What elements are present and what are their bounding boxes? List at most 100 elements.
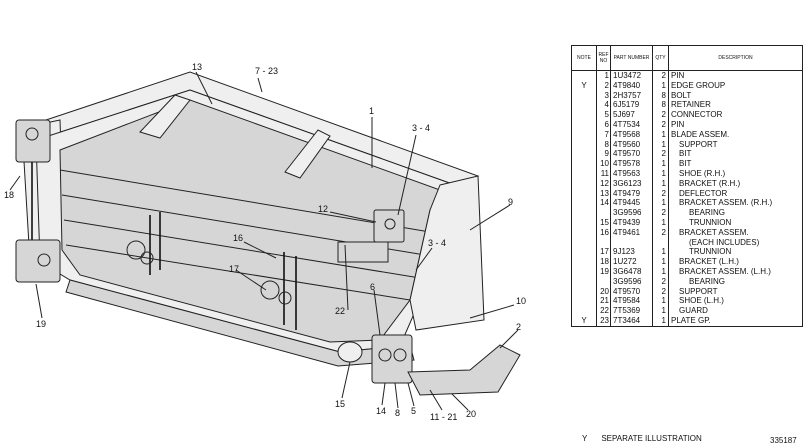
cell-description: BRACKET (R.H.) <box>668 178 803 189</box>
cell-qty: 2 <box>652 227 669 238</box>
cell-description: BRACKET ASSEM. (R.H.) <box>668 198 803 209</box>
cell-ref-no: 5 <box>596 110 611 120</box>
cell-note <box>571 159 597 169</box>
cell-qty: 1 <box>652 315 669 327</box>
cell-description: BIT <box>668 159 803 169</box>
footnote-text: SEPARATE ILLUSTRATION <box>601 434 702 443</box>
cell-note <box>571 100 597 111</box>
cell-ref-no: 22 <box>596 306 611 316</box>
cell-part-number: 1U3472 <box>610 70 653 81</box>
right-lower-bracket <box>337 334 413 384</box>
cell-part-number: 4T9570 <box>610 149 653 160</box>
callout-7-23: 7 - 23 <box>255 66 278 76</box>
cell-qty: 2 <box>652 276 669 287</box>
cell-qty: 1 <box>652 247 669 258</box>
deflector-left <box>139 94 191 139</box>
cell-ref-no: 12 <box>596 178 611 189</box>
cell-part-number: 3G6123 <box>610 178 653 189</box>
cell-part-number: 3G6478 <box>610 266 653 277</box>
shoe <box>407 344 521 396</box>
cell-qty: 2 <box>652 70 669 81</box>
cell-description: SHOE (R.H.) <box>668 168 803 179</box>
cell-ref-no: 19 <box>596 266 611 277</box>
illustration-number: 335187 <box>770 436 797 445</box>
cell-description: PIN <box>668 119 803 130</box>
cell-part-number: 4T9578 <box>610 159 653 169</box>
callout-8: 8 <box>395 408 400 418</box>
deflector-right <box>284 129 331 179</box>
cell-description: DEFLECTOR <box>668 188 803 199</box>
cell-part-number: 4T9439 <box>610 217 653 228</box>
cell-ref-no: 9 <box>596 149 611 160</box>
cell-qty: 8 <box>652 100 669 111</box>
cell-part-number: 4T9461 <box>610 227 653 238</box>
cell-qty: 1 <box>652 296 669 307</box>
cell-description: BRACKET ASSEM. (L.H.) <box>668 266 803 277</box>
cell-qty: 1 <box>652 168 669 179</box>
cell-part-number: 4T9840 <box>610 80 653 91</box>
cell-description: SUPPORT <box>668 139 803 150</box>
cell-qty: 1 <box>652 266 669 277</box>
callout-18: 18 <box>4 190 14 200</box>
cell-part-number: 4T9445 <box>610 198 653 209</box>
cell-note <box>571 149 597 160</box>
cell-qty: 1 <box>652 159 669 169</box>
cell-part-number: 4T9563 <box>610 168 653 179</box>
cell-note <box>571 237 597 248</box>
callout-2: 2 <box>516 322 521 332</box>
cell-note <box>571 139 597 150</box>
cell-qty: 1 <box>652 178 669 189</box>
callout-1: 1 <box>369 106 374 116</box>
callout-9: 9 <box>508 197 513 207</box>
cell-qty: 1 <box>652 257 669 267</box>
callout-5: 5 <box>411 406 416 416</box>
cell-note <box>571 276 597 287</box>
cell-ref-no: 3 <box>596 90 611 101</box>
cell-note <box>571 306 597 316</box>
cell-ref-no: 4 <box>596 100 611 111</box>
cell-description: SHOE (L.H.) <box>668 296 803 307</box>
callout-10: 10 <box>516 296 526 306</box>
cell-ref-no: 16 <box>596 227 611 238</box>
cell-note <box>571 119 597 130</box>
cell-description: BIT <box>668 149 803 160</box>
footnote-mark: Y <box>582 434 588 443</box>
cell-ref-no: 8 <box>596 139 611 150</box>
cell-ref-no: 1 <box>596 70 611 81</box>
cell-ref-no: 23 <box>596 315 611 327</box>
cell-note <box>571 266 597 277</box>
cell-qty: 1 <box>652 217 669 228</box>
callout-3-4-upper: 3 - 4 <box>412 123 430 133</box>
cell-ref-no: 6 <box>596 119 611 130</box>
callout-22: 22 <box>335 306 345 316</box>
cell-description: GUARD <box>668 306 803 316</box>
callout-13: 13 <box>192 62 202 72</box>
callout-3-4-lower: 3 - 4 <box>428 238 446 248</box>
cell-qty: 8 <box>652 90 669 101</box>
cell-description: EDGE GROUP <box>668 80 803 91</box>
parts-list-table: NOTE REF NO PART NUMBER QTY DESCRIPTION … <box>571 45 803 327</box>
cell-note <box>571 286 597 297</box>
cell-ref-no: 18 <box>596 257 611 267</box>
blade-ribs <box>59 169 431 301</box>
cell-description: (EACH INCLUDES) <box>668 237 803 248</box>
callout-11-21: 11 - 21 <box>430 412 457 422</box>
cell-part-number: 3G9596 <box>610 208 653 218</box>
cell-part-number: 9J123 <box>610 247 653 258</box>
